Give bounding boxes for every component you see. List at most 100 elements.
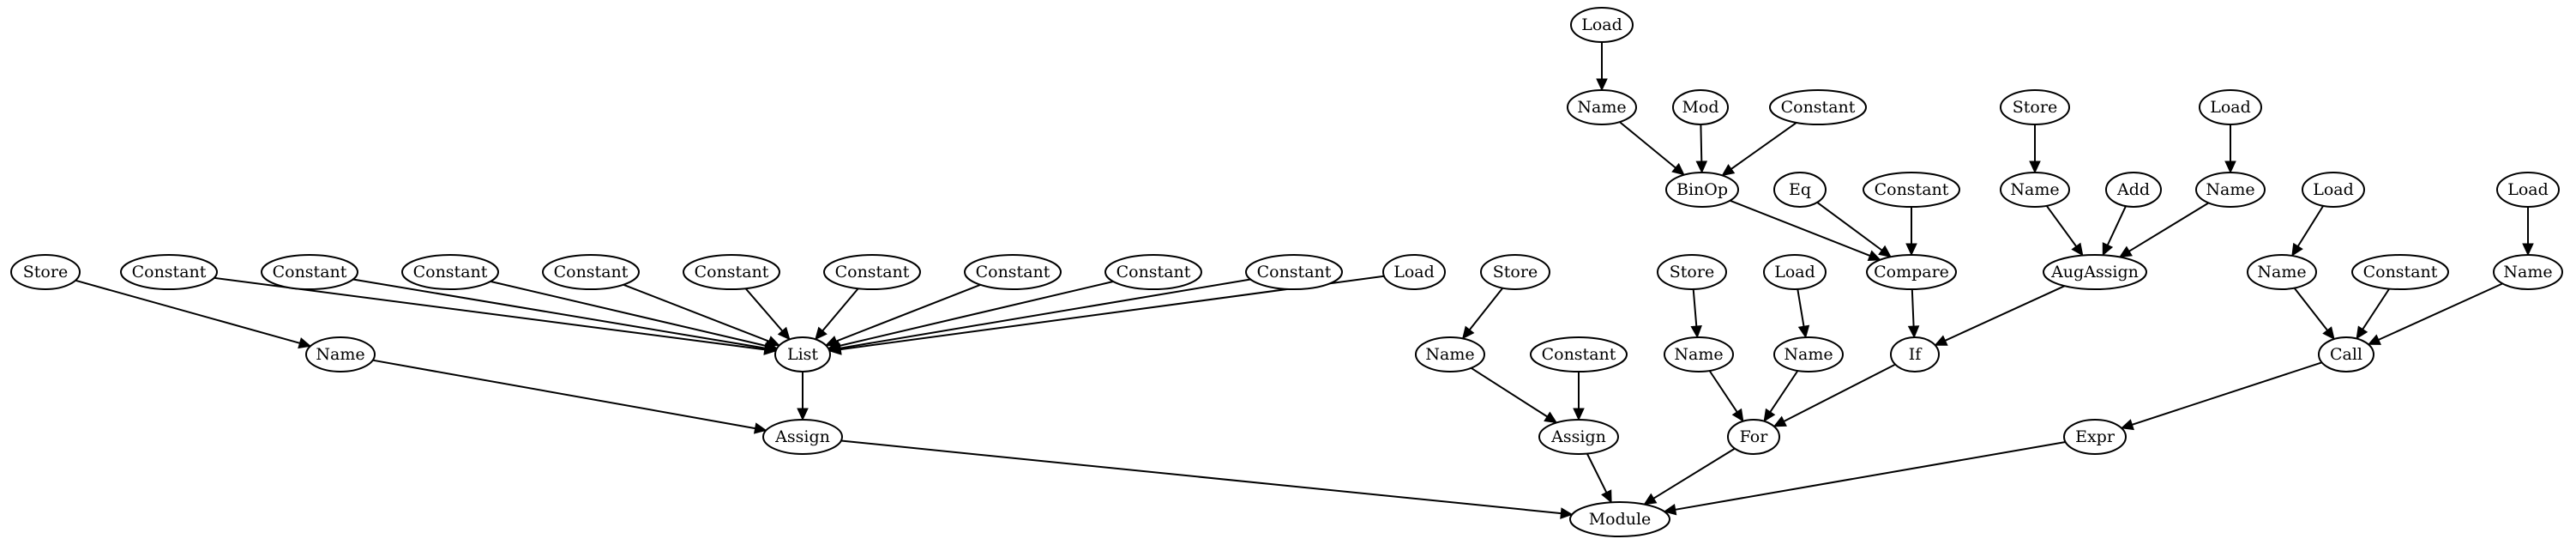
node-label: Mod (1682, 98, 1718, 117)
edge-line (1769, 370, 1799, 413)
edge-name-l-to-assign-l (372, 359, 767, 434)
node-name-name-m: Name (1415, 336, 1485, 372)
node-ellipse (1567, 89, 1637, 125)
node-label: Constant (1875, 180, 1949, 199)
edge-arrowhead (1721, 164, 1736, 177)
edge-arrowhead (1671, 162, 1685, 176)
edge-store-m-to-name-m (1461, 287, 1504, 340)
edge-const-b-to-compare (1905, 207, 1917, 257)
node-ellipse (1480, 254, 1550, 290)
node-ellipse (1415, 336, 1485, 372)
edge-line (835, 283, 981, 342)
edge-arrowhead (1690, 325, 1702, 339)
node-label: Constant (1257, 263, 1332, 282)
edge-line (1692, 288, 1698, 327)
edge-name-f2-to-for (1763, 370, 1799, 422)
node-ellipse (2247, 254, 2317, 290)
node-list-list: List (774, 336, 831, 372)
node-constant-c5: Constant (683, 254, 780, 290)
edge-line (1797, 288, 1805, 327)
edge-line (1911, 288, 1915, 327)
node-constant-c1: Constant (120, 254, 218, 290)
edge-arrowhead (753, 422, 767, 434)
node-label: For (1740, 427, 1769, 446)
node-constant-c8: Constant (1104, 254, 1202, 290)
node-mod-mod: Mod (1672, 89, 1729, 125)
edge-line (2293, 287, 2328, 331)
node-label: Store (1670, 263, 1714, 282)
edge-line (1469, 287, 1504, 330)
edge-name-a-to-binop (1619, 121, 1685, 176)
edge-line (372, 359, 755, 430)
node-label: Load (2210, 98, 2251, 117)
node-label: Load (2507, 180, 2549, 199)
node-label: Load (1393, 263, 1435, 282)
node-ellipse (1530, 336, 1628, 372)
edge-name-d-to-call (2293, 287, 2335, 340)
edge-arrowhead (1763, 408, 1776, 422)
edge-arrowhead (828, 343, 842, 355)
node-label: Module (1589, 510, 1652, 529)
edge-line (1652, 447, 1736, 500)
node-ellipse (1104, 254, 1202, 290)
edge-line (1944, 285, 2066, 342)
edge-assign-m-to-module (1586, 453, 1612, 504)
edge-arrowhead (1773, 415, 1787, 427)
edge-load-d-to-name-e (2522, 207, 2534, 257)
edge-augassign-to-if (1934, 285, 2066, 346)
edge-name-c-to-augassign (2118, 202, 2210, 258)
edge-add-to-augassign (2102, 205, 2127, 257)
node-label: List (787, 345, 818, 364)
edge-line (2132, 361, 2323, 426)
edge-arrowhead (2322, 326, 2335, 340)
node-store-store-m: Store (1480, 254, 1550, 290)
node-label: Store (1493, 263, 1538, 282)
node-module-module: Module (1569, 501, 1670, 537)
node-assign-assign-l: Assign (762, 419, 843, 455)
edge-arrowhead (1560, 507, 1574, 519)
edge-arrowhead (1544, 411, 1558, 424)
edge-arrowhead (2224, 160, 2236, 174)
edge-arrowhead (1797, 324, 1810, 339)
node-ellipse (1727, 419, 1780, 455)
edge-call-to-expr (2120, 361, 2323, 431)
node-label: Name (1425, 345, 1474, 364)
edge-arrowhead (1663, 504, 1677, 516)
edge-const-m-to-assign-m (1573, 372, 1585, 421)
edge-arrowhead (2071, 242, 2084, 257)
node-ellipse (1863, 172, 1960, 208)
edge-c4-to-list (623, 283, 780, 347)
edge-line (1708, 370, 1738, 413)
node-label: Expr (2075, 427, 2116, 446)
edge-line (1730, 199, 1870, 257)
node-constant-const-m: Constant (1530, 336, 1628, 372)
node-label: Constant (835, 263, 910, 282)
node-constant-const-a: Constant (1769, 89, 1867, 125)
node-ellipse (2000, 172, 2070, 208)
node-ellipse (1763, 254, 1827, 290)
edge-arrowhead (1878, 245, 1892, 258)
edge-arrowhead (1596, 78, 1608, 92)
edge-arrowhead (1573, 408, 1585, 421)
node-label: Assign (1550, 427, 1606, 446)
edge-store-f-to-name-f1 (1690, 288, 1702, 339)
edge-arrowhead (1905, 243, 1917, 257)
edge-arrowhead (1934, 335, 1948, 346)
node-label: Eq (1789, 180, 1811, 199)
node-ellipse (2199, 89, 2262, 125)
edge-name-e-to-call (2367, 282, 2503, 345)
node-label: Constant (2363, 263, 2438, 282)
node-label: Store (23, 263, 68, 282)
node-label: Constant (1542, 345, 1616, 364)
node-eq-eq: Eq (1773, 172, 1827, 208)
node-label: Name (316, 345, 364, 364)
node-constant-const-b: Constant (1863, 172, 1960, 208)
node-constant-c2: Constant (261, 254, 358, 290)
edge-arrowhead (2522, 243, 2534, 257)
node-label: BinOp (1676, 180, 1728, 199)
edge-c5-to-list (744, 288, 791, 341)
edge-store-a-to-name-b (2029, 124, 2041, 174)
edge-load-f-to-name-f2 (1797, 288, 1810, 339)
edge-line (1586, 453, 1608, 494)
